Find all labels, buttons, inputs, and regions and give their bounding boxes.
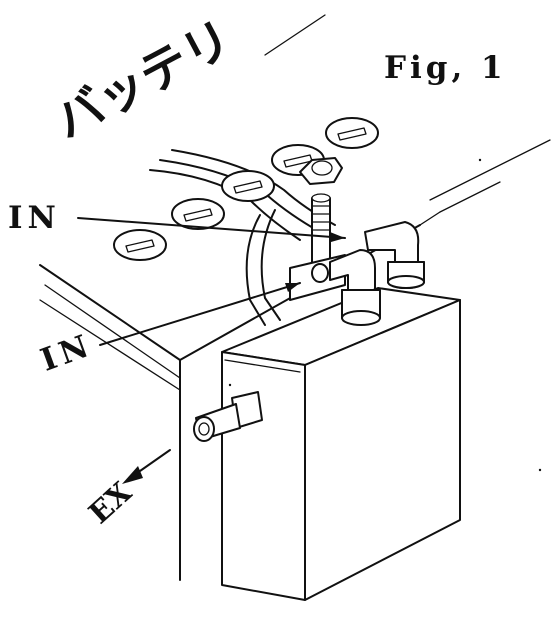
figure-title: Fig, 1 [384,50,507,86]
battery-top-lip [39,299,181,391]
elbow-fitting-front-base [341,289,381,326]
vent-cap-5 [325,117,379,149]
battery-top-edge-inner [44,284,181,379]
elbow-fitting-back-base [387,261,425,289]
in-top-leader [77,217,346,239]
battery-far-edge-lower [439,181,501,213]
vent-cap-2 [171,198,225,230]
exhaust-fitting [193,391,263,442]
ex-arrowhead [122,466,143,484]
terminal-nut [299,157,343,185]
vent-cap-3 [221,170,275,202]
battery-far-edge [429,139,551,201]
clamp-hole [311,263,329,283]
battery-top-back-edge [419,211,441,226]
in-bottom-leader [99,282,301,346]
inlet-label-top: IN [8,200,61,236]
in-bottom-arrowhead [285,283,300,292]
battery-leader-line [264,14,326,56]
in-top-arrowhead [330,232,345,242]
canister-box [221,287,461,601]
vent-cap-1 [113,229,167,261]
stud-pipe [311,193,331,269]
cable-down-2 [260,209,281,321]
